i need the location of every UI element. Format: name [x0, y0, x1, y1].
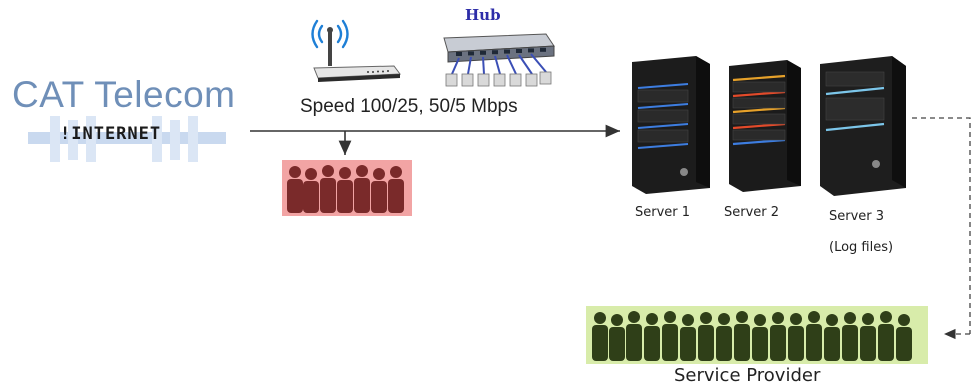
service-provider-icon: [586, 306, 928, 364]
network-hub-icon: [443, 33, 555, 87]
hub-label: Hub: [465, 6, 501, 24]
server-2-label: Server 2: [724, 205, 780, 220]
server-1-label: Server 1: [635, 205, 691, 220]
server-3-icon: [820, 56, 906, 196]
wifi-router-icon: [311, 19, 401, 82]
server-2-icon: [729, 60, 801, 192]
isp-logo-graphic: [28, 116, 226, 162]
speed-label: Speed 100/25, 50/5 Mbps: [300, 96, 518, 117]
log-dashed-line: [912, 117, 971, 334]
server-3-sub-label: (Log files): [829, 240, 894, 255]
isp-name: CAT Telecom: [12, 74, 236, 115]
isp-sub-label: !INTERNET: [60, 124, 162, 144]
server-3-label: Server 3: [829, 209, 885, 224]
user-group-icon: [282, 160, 412, 216]
service-provider-label: Service Provider: [674, 365, 821, 386]
server-1-icon: [632, 56, 710, 194]
